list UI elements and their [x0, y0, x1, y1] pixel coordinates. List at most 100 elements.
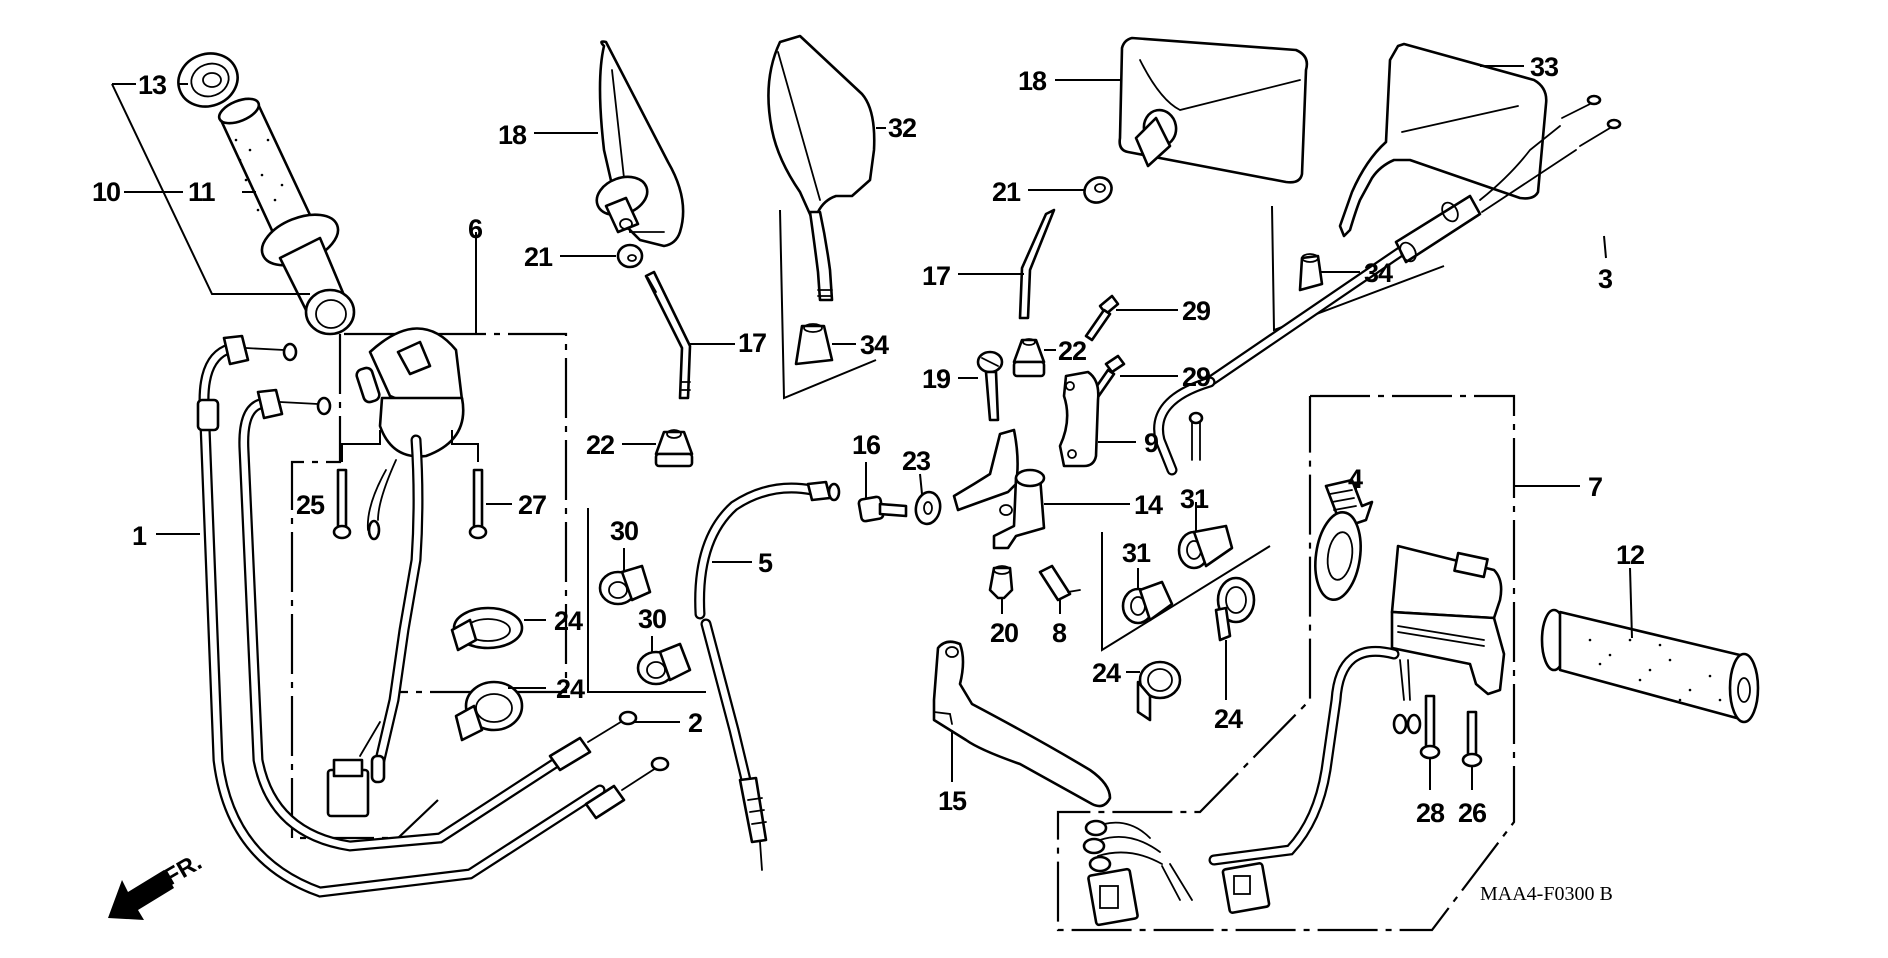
screw-25	[332, 468, 352, 540]
band-24-right	[1214, 576, 1256, 642]
clamp-31-a	[1177, 524, 1234, 570]
cap-nut-22-right	[1012, 338, 1046, 378]
nut-21-left	[616, 243, 644, 269]
leader-23	[919, 473, 923, 495]
mirror-joint-left	[595, 175, 649, 234]
band-24-left-b	[454, 680, 524, 742]
label-5: 5	[758, 548, 773, 578]
bracket-7	[1056, 394, 1516, 932]
clamp-30-a	[598, 564, 652, 606]
cable-2	[238, 388, 670, 852]
leader-27	[451, 430, 512, 505]
callout-labels: 13 10 11 6 18 21 17 22 32 34 18 21 17 22…	[92, 52, 1645, 828]
cover-34-left	[794, 323, 834, 366]
left-switch-housing	[355, 327, 465, 458]
cap-nut-22-left	[654, 429, 694, 468]
nut-21-right	[1083, 176, 1113, 204]
label-30a: 30	[610, 516, 638, 546]
label-2: 2	[688, 708, 702, 738]
drawing-code: MAA4-F0300 B	[1480, 883, 1613, 905]
bracket-32-34	[779, 209, 877, 400]
lever-15	[932, 640, 1112, 808]
cable-1	[196, 334, 606, 898]
screw-26	[1461, 710, 1483, 768]
nut-20	[988, 565, 1014, 600]
label-34b: 34	[1364, 258, 1393, 288]
label-24d: 24	[1214, 704, 1243, 734]
mirror-32	[767, 34, 876, 302]
bracket-10	[111, 83, 310, 295]
label-16: 16	[852, 430, 881, 460]
label-31b: 31	[1122, 538, 1151, 568]
mirror-stay-17-left	[644, 270, 692, 400]
mirror-stay-17-right	[1018, 208, 1056, 320]
label-4: 4	[1348, 464, 1363, 494]
label-28: 28	[1416, 798, 1445, 828]
cable-3-lower	[1153, 376, 1216, 476]
label-25: 25	[296, 490, 325, 520]
label-17a: 17	[738, 328, 766, 358]
label-31a: 31	[1180, 484, 1209, 514]
leader-3	[1603, 235, 1607, 259]
label-34a: 34	[860, 330, 889, 360]
label-18a: 18	[498, 120, 527, 150]
holder-9	[1058, 370, 1100, 468]
label-12: 12	[1616, 540, 1644, 570]
label-22b: 22	[1058, 336, 1086, 366]
label-22a: 22	[586, 430, 614, 460]
label-11: 11	[188, 177, 216, 207]
label-18b: 18	[1018, 66, 1047, 96]
bracket-6-inner	[290, 334, 439, 840]
right-connectors	[1082, 819, 1271, 927]
label-6: 6	[468, 214, 483, 244]
mirror-joint-right	[1134, 108, 1178, 168]
cable-5	[694, 480, 841, 871]
pivot-bolt-19	[976, 350, 1004, 422]
label-33: 33	[1530, 52, 1559, 82]
leader-25	[341, 430, 381, 462]
label-24c: 24	[1092, 658, 1121, 688]
bracket-33-34	[1271, 205, 1445, 332]
label-29a: 29	[1182, 296, 1211, 326]
band-24-center	[1136, 660, 1182, 722]
grip-12	[1540, 608, 1760, 724]
lever-bracket-14	[952, 428, 1046, 550]
lever-4	[1314, 478, 1374, 601]
screw-28	[1419, 694, 1441, 760]
label-13: 13	[138, 70, 167, 100]
label-26: 26	[1458, 798, 1487, 828]
cover-34-right	[1298, 253, 1324, 292]
label-8: 8	[1052, 618, 1067, 648]
grip-11	[217, 97, 320, 254]
right-switch-housing	[1390, 544, 1506, 696]
front-direction-arrow: FR.	[108, 848, 206, 920]
cable-3	[1206, 94, 1622, 386]
label-23: 23	[902, 446, 931, 476]
weight-13	[177, 52, 239, 108]
label-14: 14	[1134, 490, 1163, 520]
band-24-left-a	[450, 606, 524, 652]
label-24b: 24	[556, 674, 585, 704]
throttle-pipe	[260, 213, 356, 336]
clamp-30-b	[636, 642, 692, 686]
switch-8	[1038, 564, 1081, 602]
label-21a: 21	[524, 242, 553, 272]
leader-12	[1629, 567, 1633, 639]
label-27: 27	[518, 490, 546, 520]
label-30b: 30	[638, 604, 666, 634]
label-17b: 17	[922, 261, 950, 291]
bracket-14-31	[1101, 532, 1271, 652]
cable-3-end	[1188, 411, 1204, 461]
left-connector	[326, 721, 386, 818]
clamp-31-b	[1121, 580, 1174, 625]
label-9: 9	[1144, 428, 1159, 458]
label-3: 3	[1598, 264, 1613, 294]
washer-23	[914, 490, 942, 526]
bolt-29-a	[1084, 294, 1120, 342]
label-15: 15	[938, 786, 967, 816]
label-32: 32	[888, 113, 916, 143]
right-wire-terminals	[1392, 659, 1422, 735]
label-29b: 29	[1182, 362, 1211, 392]
label-24a: 24	[554, 606, 583, 636]
